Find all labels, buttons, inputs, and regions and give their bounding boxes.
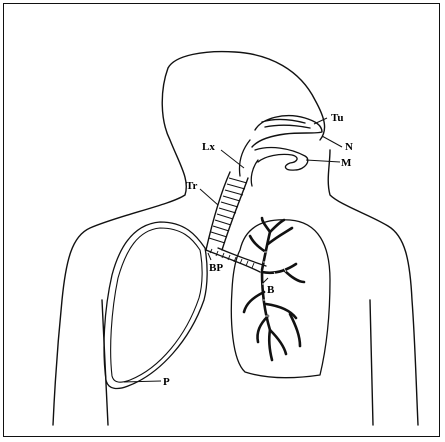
nasal-cavity-outline [252,116,322,147]
label-bp: BP [209,262,223,274]
label-lx: Lx [202,141,215,153]
right-lung-outline [231,220,330,378]
pharynx-outline [239,140,258,186]
left-lung-inner-outline [111,228,202,382]
label-b: B [267,284,275,296]
body-outline [53,52,418,425]
label-tu: Tu [331,112,343,124]
label-tr: Tr [186,180,198,192]
label-n: N [345,141,353,153]
label-p: P [163,376,170,388]
trachea-outline [206,172,248,250]
mouth-outline [255,148,308,171]
label-m: M [341,157,352,169]
left-lung-outline [104,222,207,388]
